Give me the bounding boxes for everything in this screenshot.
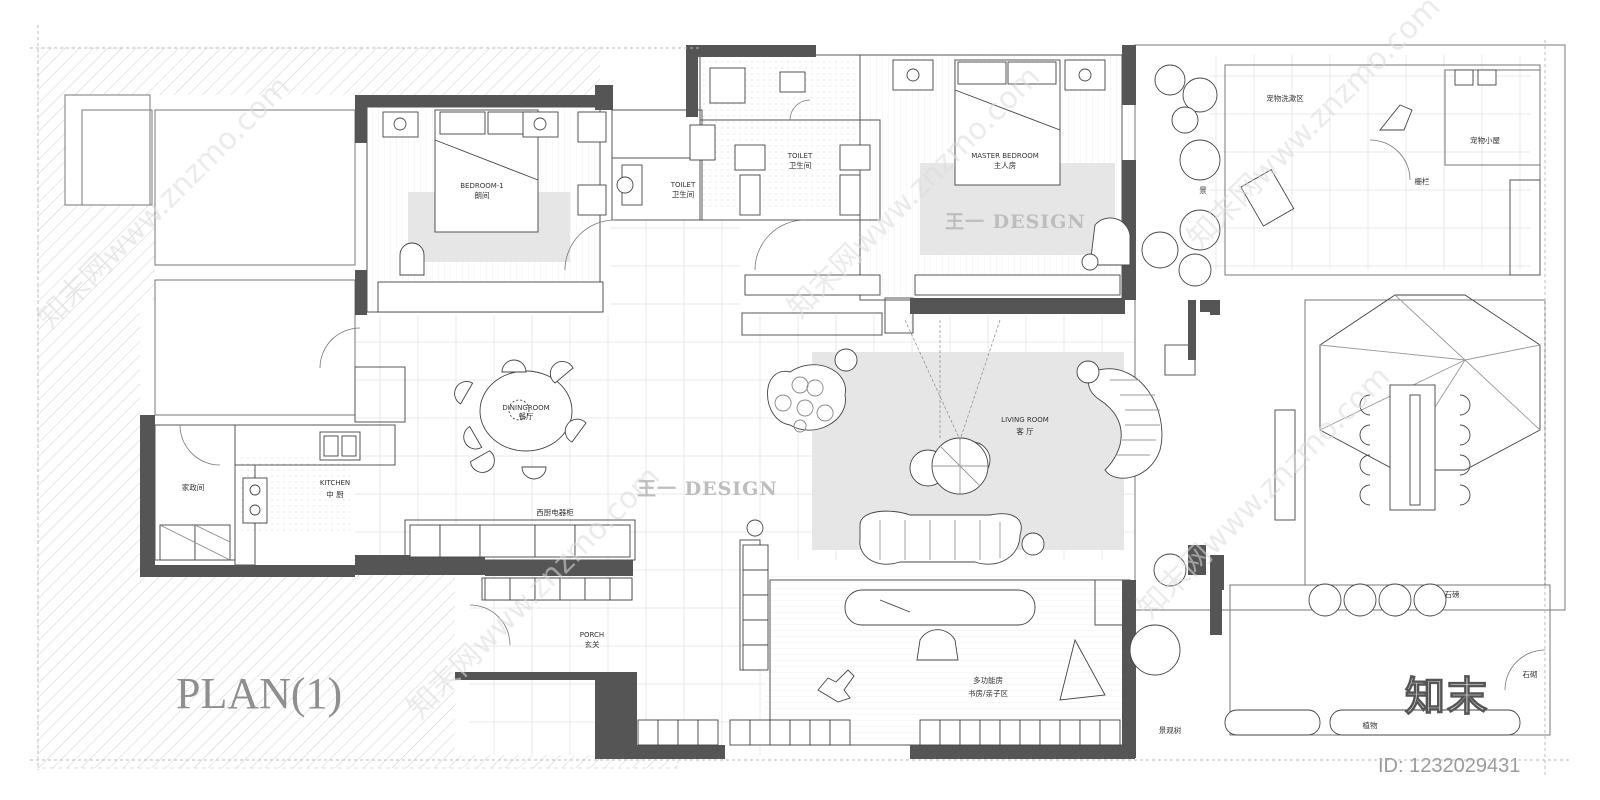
label-stone-cn: 石磅 [1445,589,1461,599]
label-western-kitchen-cn: 西厨电器柜 [536,507,574,517]
label-toilet2-en: TOILET [787,152,813,160]
label-bedroom1-en: BEDROOM-1 [460,182,504,190]
kitchen-fixtures [159,431,631,561]
label-pet-house-cn: 宠物小屋 [1470,135,1500,145]
wall-columns [1188,300,1212,575]
label-scene-cn: 景 [1199,186,1207,195]
label-plants-cn: 植物 [1363,720,1379,730]
label-bedroom1-cn: 朗间 [475,190,490,200]
design-watermark-1: 王一 DESIGN [945,211,1086,233]
label-living-en: LIVING ROOM [1001,416,1049,424]
guide-lines [30,25,1570,775]
label-master-en: MASTER BEDROOM [971,152,1039,160]
living-furniture [746,348,1163,565]
label-toilet1-en: TOILET [670,181,696,189]
label-fence-cn: 栅栏 [1415,176,1431,186]
label-living-cn: 客 厅 [1016,426,1034,436]
label-study-cn: 书房/亲子区 [968,688,1009,698]
label-kitchen-en: KITCHEN [320,479,350,487]
label-toilet2-cn: 卫生间 [789,160,812,170]
exterior-outlines [64,44,1566,736]
toilet-fixtures [616,67,871,216]
label-landscape-tree-cn: 景观树 [1159,725,1182,735]
image-id: ID: 1232029431 [1378,755,1520,777]
room-labels: BEDROOM-1 朗间 TOILET 卫生间 TOILET 卫生间 MASTE… [182,93,1538,735]
label-toilet1-cn: 卫生间 [672,189,695,199]
brand-logo: 知末 [1405,674,1489,720]
label-pet-wash-cn: 宠物洗漱区 [1266,93,1304,103]
garden [1129,64,1541,736]
label-utility-cn: 家政间 [182,482,205,492]
porch-cabinets [484,544,1121,746]
label-multi-cn: 多功能房 [973,675,1003,685]
design-watermark-2: 王一 DESIGN [637,478,778,500]
label-porch-cn: 玄关 [585,639,600,649]
label-porch-en: PORCH [580,631,604,639]
bedroom1-furniture [377,109,607,313]
label-kitchen-cn: 中 厨 [326,489,344,499]
multi-room-furniture [817,589,1106,703]
label-dining-cn: 餐厅 [519,412,534,421]
label-stone2-cn: 石砌 [1523,670,1538,679]
master-bedroom-furniture [744,59,1131,296]
dining-furniture [454,359,587,480]
label-master-cn: 主人房 [994,160,1017,170]
plan-title: PLAN(1) [176,669,342,718]
label-dining-en: DININGROOM [502,404,549,412]
doors [179,99,1546,691]
tv-lines [904,319,1001,441]
